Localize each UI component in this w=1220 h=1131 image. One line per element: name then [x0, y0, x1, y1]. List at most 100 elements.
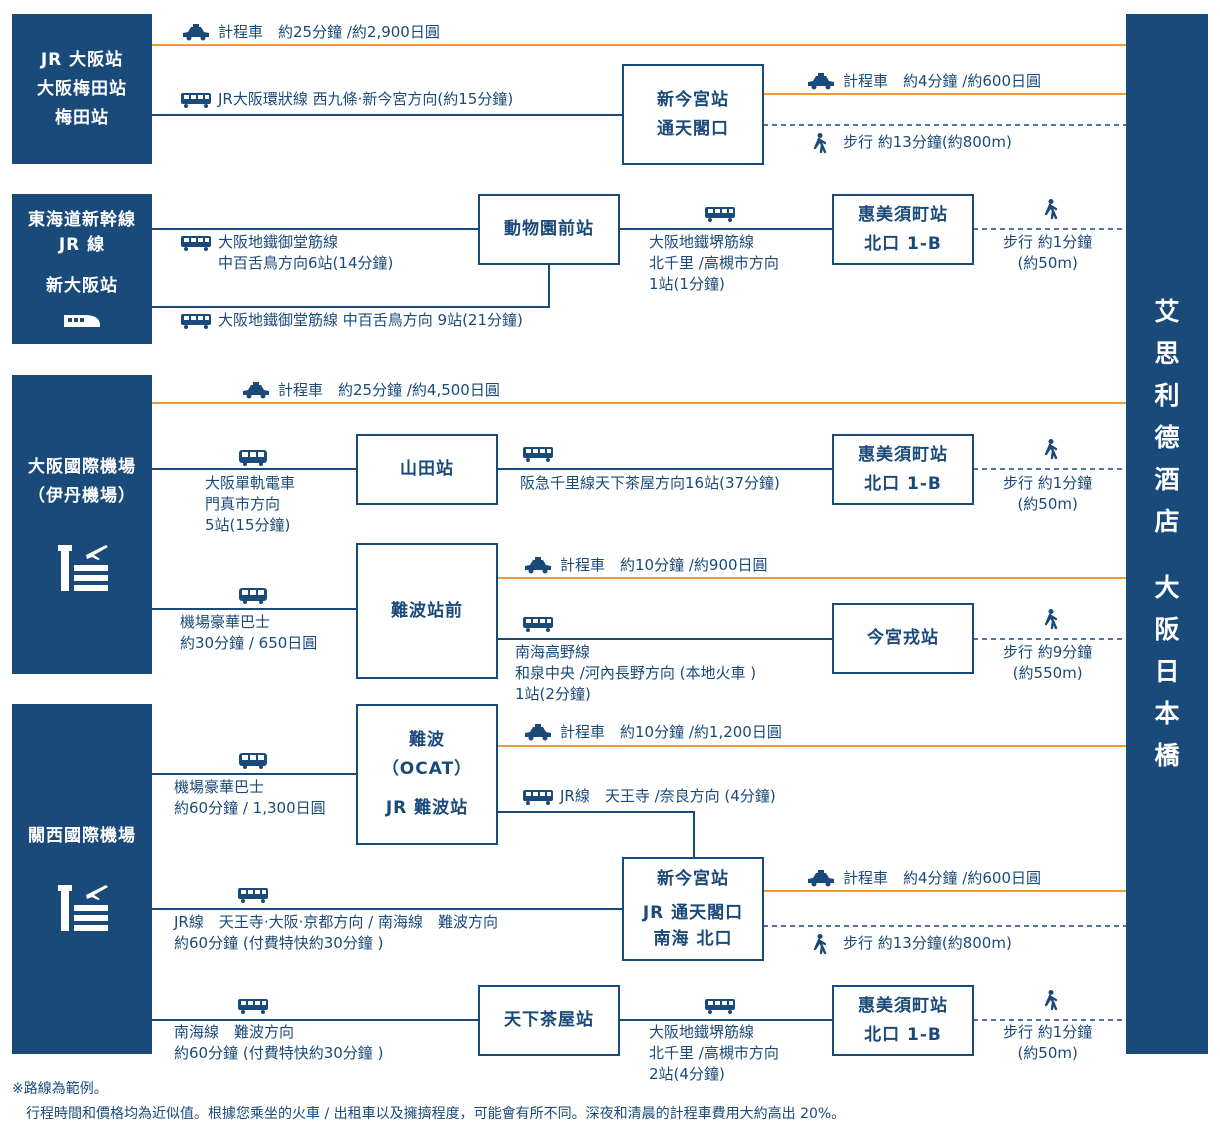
taxi-icon: [183, 24, 209, 41]
route-label: 計程車 約10分鐘 /約1,200日圓: [522, 722, 782, 743]
route-text: 北千里 /高槻市方向: [649, 254, 779, 272]
route-label: 計程車 約4分鐘 /約600日圓: [805, 71, 1041, 92]
route-label: 計程車 約25分鐘 /約4,500日圓: [240, 380, 500, 401]
route-text: JR線 天王寺 /奈良方向 (4分鐘): [560, 787, 776, 805]
hotel-name-char: 大: [1154, 573, 1180, 602]
origin-label: JR 線: [58, 234, 106, 255]
route-text: 計程車 約10分鐘 /約900日圓: [560, 556, 768, 574]
route-text: 阪急千里線天下茶屋方向16站(37分鐘): [520, 474, 780, 492]
route-text: 約60分鐘 / 1,300日圓: [174, 799, 326, 817]
hotel-name-char: 利: [1154, 381, 1180, 410]
route-label: 大阪單軌電車 門真市方向 5站(15分鐘): [205, 473, 295, 536]
route-text: 5站(15分鐘): [205, 516, 291, 534]
route-text: (約50m): [1017, 254, 1078, 272]
station-imamiya: 今宮戎站: [832, 603, 974, 674]
route-text: 機場豪華巴士: [174, 778, 265, 796]
route-text: 1站(1分鐘): [649, 275, 725, 293]
route-text: (約550m): [1012, 664, 1083, 682]
station-shinimamiya: 新今宮站 通天閣口: [622, 64, 764, 165]
route-label: 步行 約1分鐘 (約50m): [1003, 473, 1092, 515]
route-text: 步行 約13分鐘(約800m): [843, 934, 1012, 952]
origin-shinosaka: 東海道新幹線 JR 線 新大阪站: [12, 194, 152, 344]
station-label: 難波: [409, 730, 445, 750]
route-label: 計程車 約10分鐘 /約900日圓: [522, 555, 768, 576]
route-text: 和泉中央 /河內長野方向 (本地火車 ): [515, 664, 757, 682]
bus-icon: [239, 588, 267, 604]
route-label: 步行 約13分鐘(約800m): [843, 132, 1012, 153]
route-label: 機場豪華巴士 約30分鐘 / 650日圓: [180, 612, 317, 654]
station-ebisucho: 惠美須町站 北口 1-B: [832, 434, 974, 505]
train-icon: [523, 617, 553, 632]
station-label: 南海 北口: [653, 929, 733, 949]
route-label: JR大阪環狀線 西九條‧新今宮方向(約15分鐘): [180, 89, 513, 110]
station-label: JR 難波站: [385, 798, 469, 818]
walk-icon: [1044, 988, 1058, 1011]
origin-label: JR 大阪站: [40, 49, 124, 70]
origin-label: 大阪國際機場: [28, 457, 136, 477]
train-icon: [705, 999, 735, 1014]
station-label: 今宮戎站: [867, 628, 939, 648]
train-icon: [181, 314, 211, 329]
route-label: 南海高野線 和泉中央 /河內長野方向 (本地火車 ) 1站(2分鐘): [515, 642, 756, 705]
route-text: (約50m): [1017, 1044, 1078, 1062]
station-label: 新今宮站: [657, 869, 729, 889]
hotel-name-char: 店: [1154, 507, 1180, 536]
station-label: 惠美須町站: [858, 995, 948, 1016]
route-label: [522, 445, 554, 469]
station-label: 惠美須町站: [858, 444, 948, 465]
taxi-icon: [808, 870, 834, 887]
station-label: 惠美須町站: [858, 204, 948, 225]
route-text: 機場豪華巴士: [180, 613, 271, 631]
walk-icon: [1044, 607, 1058, 630]
route-label: 南海線 難波方向 約60分鐘 (付費特快約30分鐘 ): [174, 1022, 383, 1064]
bus-icon: [239, 450, 267, 466]
route-text: 中百舌鳥方向6站(14分鐘): [218, 254, 394, 272]
origin-label: 梅田站: [55, 107, 109, 128]
station-label: （OCAT）: [381, 759, 473, 779]
taxi-icon: [808, 73, 834, 90]
train-icon: [705, 207, 735, 222]
station-tengachaya: 天下茶屋站: [478, 985, 620, 1056]
route-label: 大阪地鐵堺筋線 北千里 /高槻市方向 2站(4分鐘): [649, 1022, 779, 1085]
airport-icon: [58, 545, 108, 591]
route-text: 1站(2分鐘): [515, 685, 591, 703]
bus-icon: [239, 753, 267, 769]
route-text: JR大阪環狀線 西九條‧新今宮方向(約15分鐘): [218, 90, 514, 108]
route-text: 步行 約1分鐘: [1003, 474, 1093, 492]
route-label: [522, 615, 554, 639]
walk-icon: [1044, 437, 1058, 460]
origin-label: 大阪梅田站: [37, 78, 127, 99]
route-text: 約30分鐘 / 650日圓: [180, 634, 318, 652]
train-icon: [181, 93, 211, 108]
route-text: 2站(4分鐘): [649, 1065, 725, 1083]
station-label: 天下茶屋站: [504, 1010, 594, 1030]
taxi-icon: [525, 557, 551, 574]
station-label: 北口 1-B: [864, 473, 942, 494]
origin-kansai: 關西國際機場: [12, 704, 152, 1054]
route-text: 計程車 約10分鐘 /約1,200日圓: [560, 723, 782, 741]
station-namba-ocat: 難波 （OCAT） JR 難波站: [356, 704, 498, 845]
route-text: 大阪地鐵堺筋線: [649, 1023, 755, 1041]
station-dobutsuen: 動物園前站: [478, 194, 620, 265]
route-text: 北千里 /高槻市方向: [649, 1044, 779, 1062]
route-label: 步行 約13分鐘(約800m): [843, 933, 1012, 954]
route-text: (約50m): [1017, 495, 1078, 513]
station-label: JR 通天閣口: [642, 903, 744, 923]
route-label: 大阪地鐵堺筋線 北千里 /高槻市方向 1站(1分鐘): [649, 232, 779, 295]
train-icon: [181, 236, 211, 251]
origin-label: 關西國際機場: [28, 826, 136, 846]
route-text: 計程車 約25分鐘 /約2,900日圓: [218, 23, 440, 41]
station-yamada: 山田站: [356, 434, 498, 505]
station-shinimamiya: 新今宮站 JR 通天閣口 南海 北口: [622, 857, 764, 961]
route-text: 大阪單軌電車: [205, 474, 296, 492]
hotel-name-char: 酒: [1154, 465, 1180, 494]
route-text: 約60分鐘 (付費特快約30分鐘 ): [174, 934, 384, 952]
train-icon: [523, 790, 553, 805]
origin-label: （伊丹機場）: [28, 486, 136, 506]
station-ebisucho: 惠美須町站 北口 1-B: [832, 985, 974, 1056]
airport-icon: [58, 885, 108, 931]
station-label: 新今宮站: [657, 89, 729, 110]
route-text: 大阪地鐵御堂筋線 中百舌鳥方向 9站(21分鐘): [218, 311, 523, 329]
route-text: 南海高野線: [515, 643, 591, 661]
